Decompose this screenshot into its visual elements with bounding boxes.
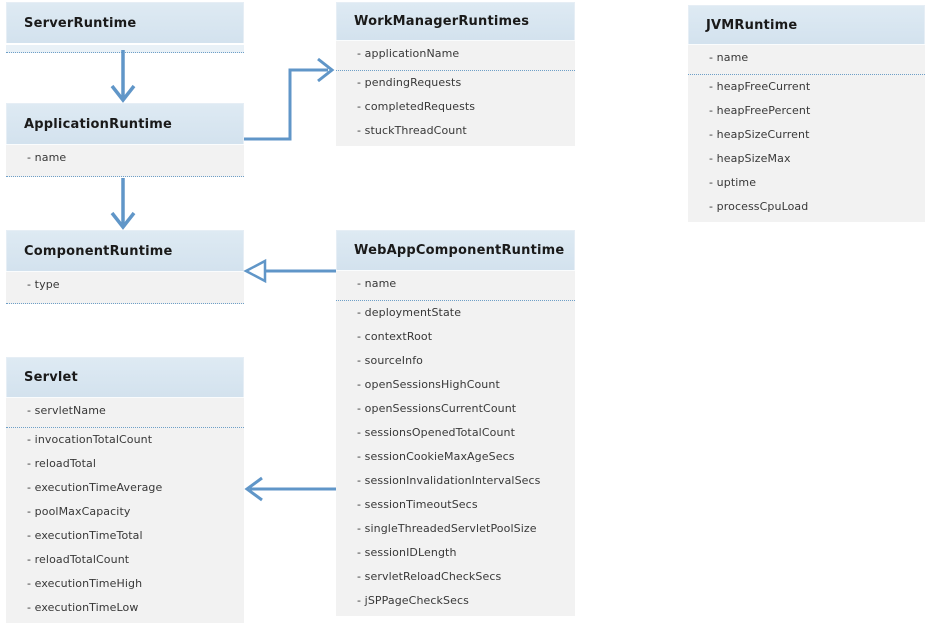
attribute-row: - reloadTotal — [27, 457, 97, 470]
attribute-row: - heapFreePercent — [709, 104, 811, 117]
attribute-row: - name — [336, 271, 575, 301]
attributes-section: - name — [6, 144, 244, 177]
class-box-servlet: Servlet - servletName - invocationTotalC… — [6, 357, 244, 623]
attributes-section: - type — [6, 271, 244, 304]
class-box-web-app-component-runtime: WebAppComponentRuntime - name - deployme… — [336, 230, 575, 616]
class-box-component-runtime: ComponentRuntime - type — [6, 230, 244, 304]
attributes-section: - servletName - invocationTotalCount - r… — [6, 397, 244, 623]
class-box-server-runtime: ServerRuntime — [6, 2, 244, 53]
attribute-row: - jSPPageCheckSecs — [357, 594, 469, 607]
attribute-row: - sessionCookieMaxAgeSecs — [357, 450, 515, 463]
class-box-work-manager-runtimes: WorkManagerRuntimes - applicationName - … — [336, 2, 575, 146]
arrow-application-to-workmanager-head — [317, 57, 335, 83]
attribute-row: - singleThreadedServletPoolSize — [357, 522, 537, 535]
attribute-row: - sessionInvalidationIntervalSecs — [357, 474, 541, 487]
attribute-row: - reloadTotalCount — [27, 553, 130, 566]
class-box-application-runtime: ApplicationRuntime - name — [6, 103, 244, 177]
attribute-row: - poolMaxCapacity — [27, 505, 131, 518]
attribute-row: - sessionTimeoutSecs — [357, 498, 478, 511]
attribute-row: - invocationTotalCount — [27, 433, 153, 446]
attribute-row: - uptime — [709, 176, 757, 189]
class-title: ServerRuntime — [24, 15, 137, 31]
attribute-row: - sourceInfo — [357, 354, 424, 367]
header-underline — [6, 43, 244, 53]
attribute-row: - type — [6, 272, 244, 304]
attribute-row: - executionTimeLow — [27, 601, 139, 614]
attribute-row: - openSessionsHighCount — [357, 378, 500, 391]
attribute-row: - contextRoot — [357, 330, 433, 343]
class-header: ComponentRuntime — [6, 230, 244, 271]
attribute-row: - executionTimeHigh — [27, 577, 143, 590]
class-title: WebAppComponentRuntime — [354, 243, 565, 258]
arrow-application-to-component-head — [110, 211, 136, 230]
arrow-webapp-to-servlet-head — [244, 476, 263, 502]
class-header: WebAppComponentRuntime — [336, 230, 575, 270]
attribute-row: - heapSizeMax — [709, 152, 791, 165]
class-header: JVMRuntime — [688, 5, 925, 44]
attribute-row: - stuckThreadCount — [357, 124, 467, 137]
attribute-row: - sessionsOpenedTotalCount — [357, 426, 516, 439]
class-header: WorkManagerRuntimes — [336, 2, 575, 40]
attributes-section: - name - deploymentState - contextRoot -… — [336, 270, 575, 616]
attribute-row: - heapSizeCurrent — [709, 128, 810, 141]
attributes-section: - name - heapFreeCurrent - heapFreePerce… — [688, 44, 925, 222]
arrow-server-to-application-head — [110, 84, 136, 103]
attribute-row: - servletReloadCheckSecs — [357, 570, 502, 583]
class-header: ApplicationRuntime — [6, 103, 244, 144]
class-title: JVMRuntime — [706, 17, 798, 33]
attribute-row: - servletName — [6, 398, 244, 428]
attribute-row: - pendingRequests — [357, 76, 462, 89]
attribute-row: - applicationName — [336, 41, 575, 71]
arrow-webapp-to-component-hollow-triangle-head — [243, 258, 267, 284]
attribute-row: - deploymentState — [357, 306, 462, 319]
class-title: WorkManagerRuntimes — [354, 14, 530, 29]
attribute-row: - processCpuLoad — [709, 200, 809, 213]
class-header: ServerRuntime — [6, 2, 244, 43]
class-title: Servlet — [24, 370, 78, 385]
attribute-row: - executionTimeAverage — [27, 481, 163, 494]
arrow-application-to-workmanager-line — [244, 68, 328, 141]
attribute-row: - completedRequests — [357, 100, 476, 113]
class-title: ApplicationRuntime — [24, 116, 173, 132]
attribute-row: - name — [6, 145, 244, 177]
attribute-row: - name — [688, 45, 925, 75]
attributes-section: - applicationName - pendingRequests - co… — [336, 40, 575, 146]
attribute-row: - sessionIDLength — [357, 546, 457, 559]
attribute-row: - heapFreeCurrent — [709, 80, 811, 93]
class-title: ComponentRuntime — [24, 243, 173, 259]
class-header: Servlet — [6, 357, 244, 397]
class-box-jvm-runtime: JVMRuntime - name - heapFreeCurrent - he… — [688, 5, 925, 222]
attribute-row: - openSessionsCurrentCount — [357, 402, 517, 415]
attribute-row: - executionTimeTotal — [27, 529, 143, 542]
